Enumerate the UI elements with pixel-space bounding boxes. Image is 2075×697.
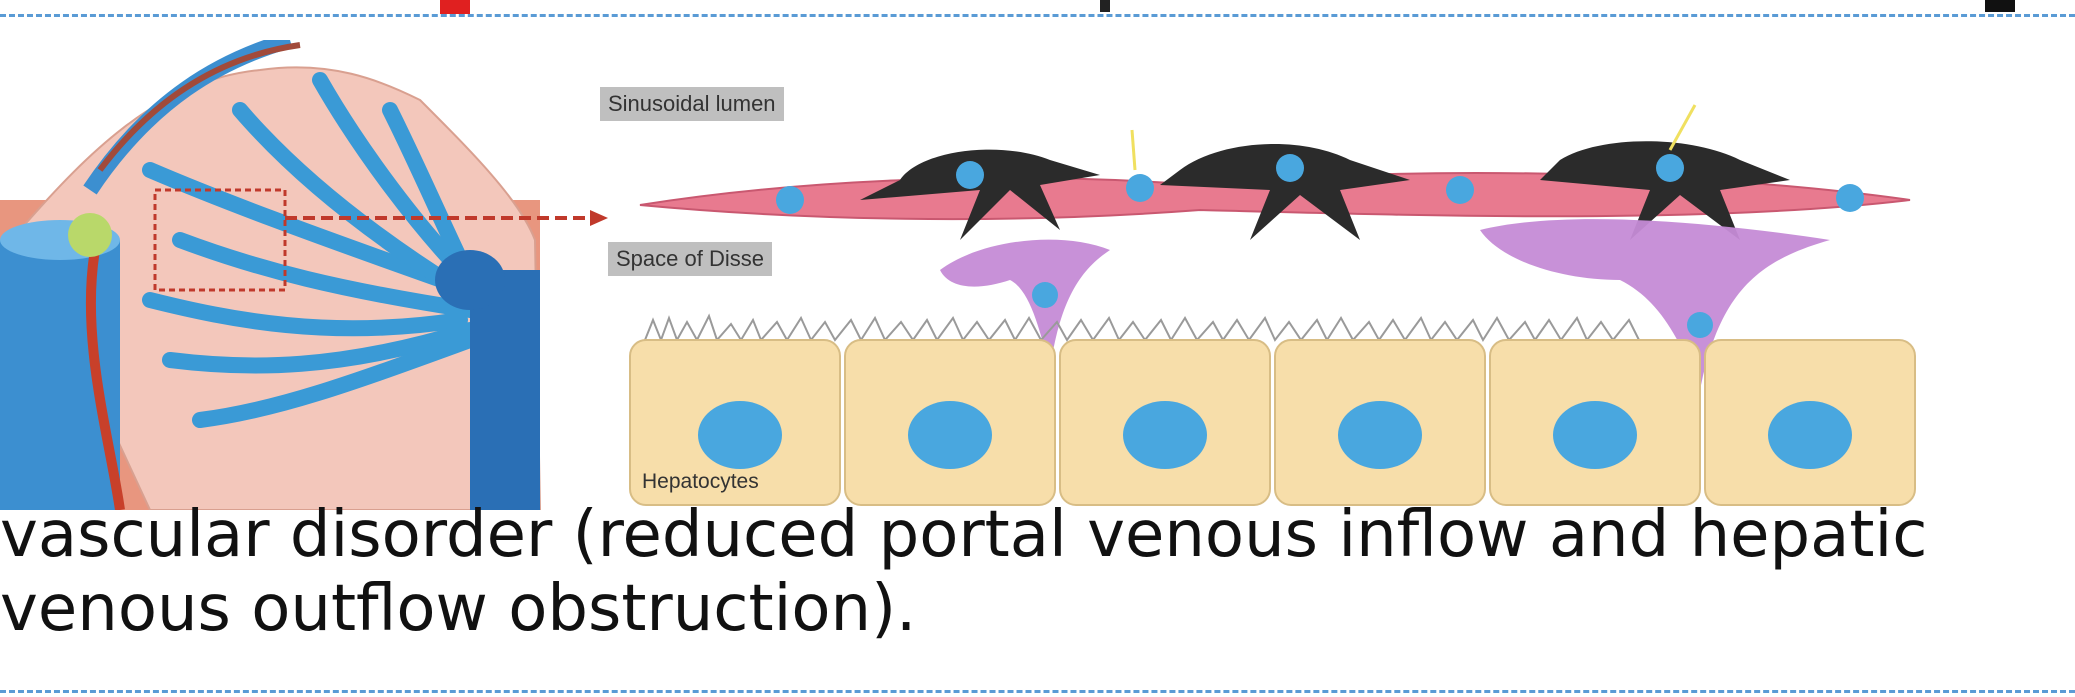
caption-line-2: venous outflow obstruction). <box>0 572 2075 646</box>
top-divider <box>0 14 2075 17</box>
caption-text: vascular disorder (reduced portal venous… <box>0 498 2075 646</box>
sinusoid-detail <box>630 105 1915 505</box>
portal-triad-node <box>68 213 112 257</box>
sinusoidal-lumen-label: Sinusoidal lumen <box>600 87 784 121</box>
hepatocytes-label: Hepatocytes <box>642 470 759 494</box>
caption-line-1: vascular disorder (reduced portal venous… <box>0 498 2075 572</box>
hepatocyte-row <box>630 340 1915 505</box>
liver-sinusoid-figure <box>0 40 2075 510</box>
top-clipped-text-black <box>1985 0 2015 12</box>
space-of-disse-label: Space of Disse <box>608 242 772 276</box>
top-clipped-text-red <box>440 0 470 14</box>
portal-vein <box>0 240 120 510</box>
zoom-arrow-head <box>590 210 608 226</box>
liver-lobule-illustration <box>0 40 608 510</box>
microvilli <box>645 316 1639 340</box>
bottom-divider <box>0 690 2075 693</box>
top-clipped-text-mark <box>1100 0 1110 12</box>
